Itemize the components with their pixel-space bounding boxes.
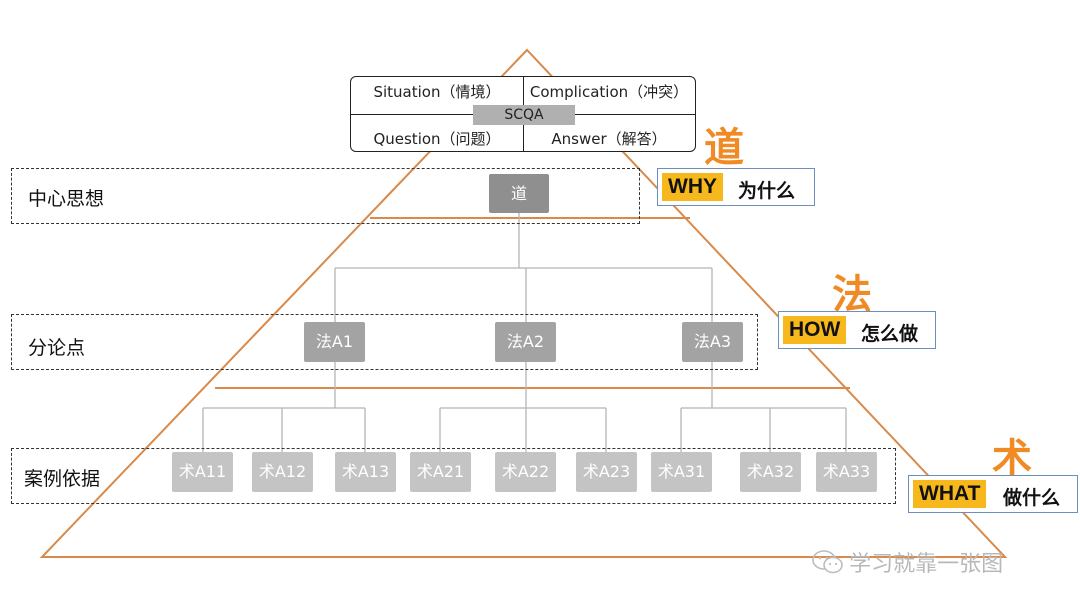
scqa-center-label: SCQA bbox=[473, 105, 575, 125]
row-label-central: 中心思想 bbox=[28, 188, 105, 210]
scqa-situation: Situation（情境） bbox=[373, 83, 501, 101]
pyramid-outline bbox=[39, 48, 1008, 558]
watermark-text: 学习就靠一张图 bbox=[849, 552, 1004, 577]
level-tag-why: WHY 为什么 bbox=[657, 168, 815, 206]
watermark: 学习就靠一张图 bbox=[812, 546, 1003, 578]
row-central-idea bbox=[11, 168, 640, 224]
level-tag-why-en: WHY bbox=[662, 173, 723, 201]
node-shu-a33: 术A33 bbox=[816, 452, 877, 492]
node-shu-a23: 术A23 bbox=[576, 452, 637, 492]
node-fa-a2: 法A2 bbox=[495, 322, 556, 362]
level-tag-what: WHAT 做什么 bbox=[908, 475, 1078, 513]
node-shu-a11: 术A11 bbox=[172, 452, 233, 492]
level-tag-what-cn: 做什么 bbox=[1003, 487, 1061, 509]
scqa-answer: Answer（解答） bbox=[551, 130, 667, 148]
row-label-points: 分论点 bbox=[28, 337, 86, 359]
node-shu-a22: 术A22 bbox=[495, 452, 556, 492]
node-shu-a32: 术A32 bbox=[740, 452, 801, 492]
scqa-complication: Complication（冲突） bbox=[529, 83, 689, 101]
node-shu-a31: 术A31 bbox=[651, 452, 712, 492]
level-tag-how-cn: 怎么做 bbox=[861, 323, 919, 345]
level-char-shu: 术 bbox=[992, 436, 1032, 482]
row-case-evidence bbox=[11, 448, 896, 504]
scqa-box: Situation（情境） Complication（冲突） Question（… bbox=[350, 76, 696, 152]
level-tag-how-en: HOW bbox=[783, 316, 847, 344]
node-shu-a21: 术A21 bbox=[410, 452, 471, 492]
level-char-dao: 道 bbox=[704, 125, 744, 171]
tree-connectors bbox=[202, 213, 847, 452]
row-label-cases: 案例依据 bbox=[24, 468, 101, 490]
node-shu-a12: 术A12 bbox=[252, 452, 313, 492]
wechat-icon bbox=[812, 550, 843, 574]
level-char-fa: 法 bbox=[832, 272, 872, 318]
node-fa-a3: 法A3 bbox=[682, 322, 743, 362]
level-tag-how: HOW 怎么做 bbox=[778, 311, 936, 349]
node-dao: 道 bbox=[489, 174, 549, 213]
level-tag-why-cn: 为什么 bbox=[738, 180, 796, 202]
row-sub-points bbox=[11, 314, 758, 370]
node-shu-a13: 术A13 bbox=[335, 452, 396, 492]
level-tag-what-en: WHAT bbox=[913, 480, 987, 508]
scqa-question: Question（问题） bbox=[373, 130, 501, 148]
node-fa-a1: 法A1 bbox=[304, 322, 365, 362]
